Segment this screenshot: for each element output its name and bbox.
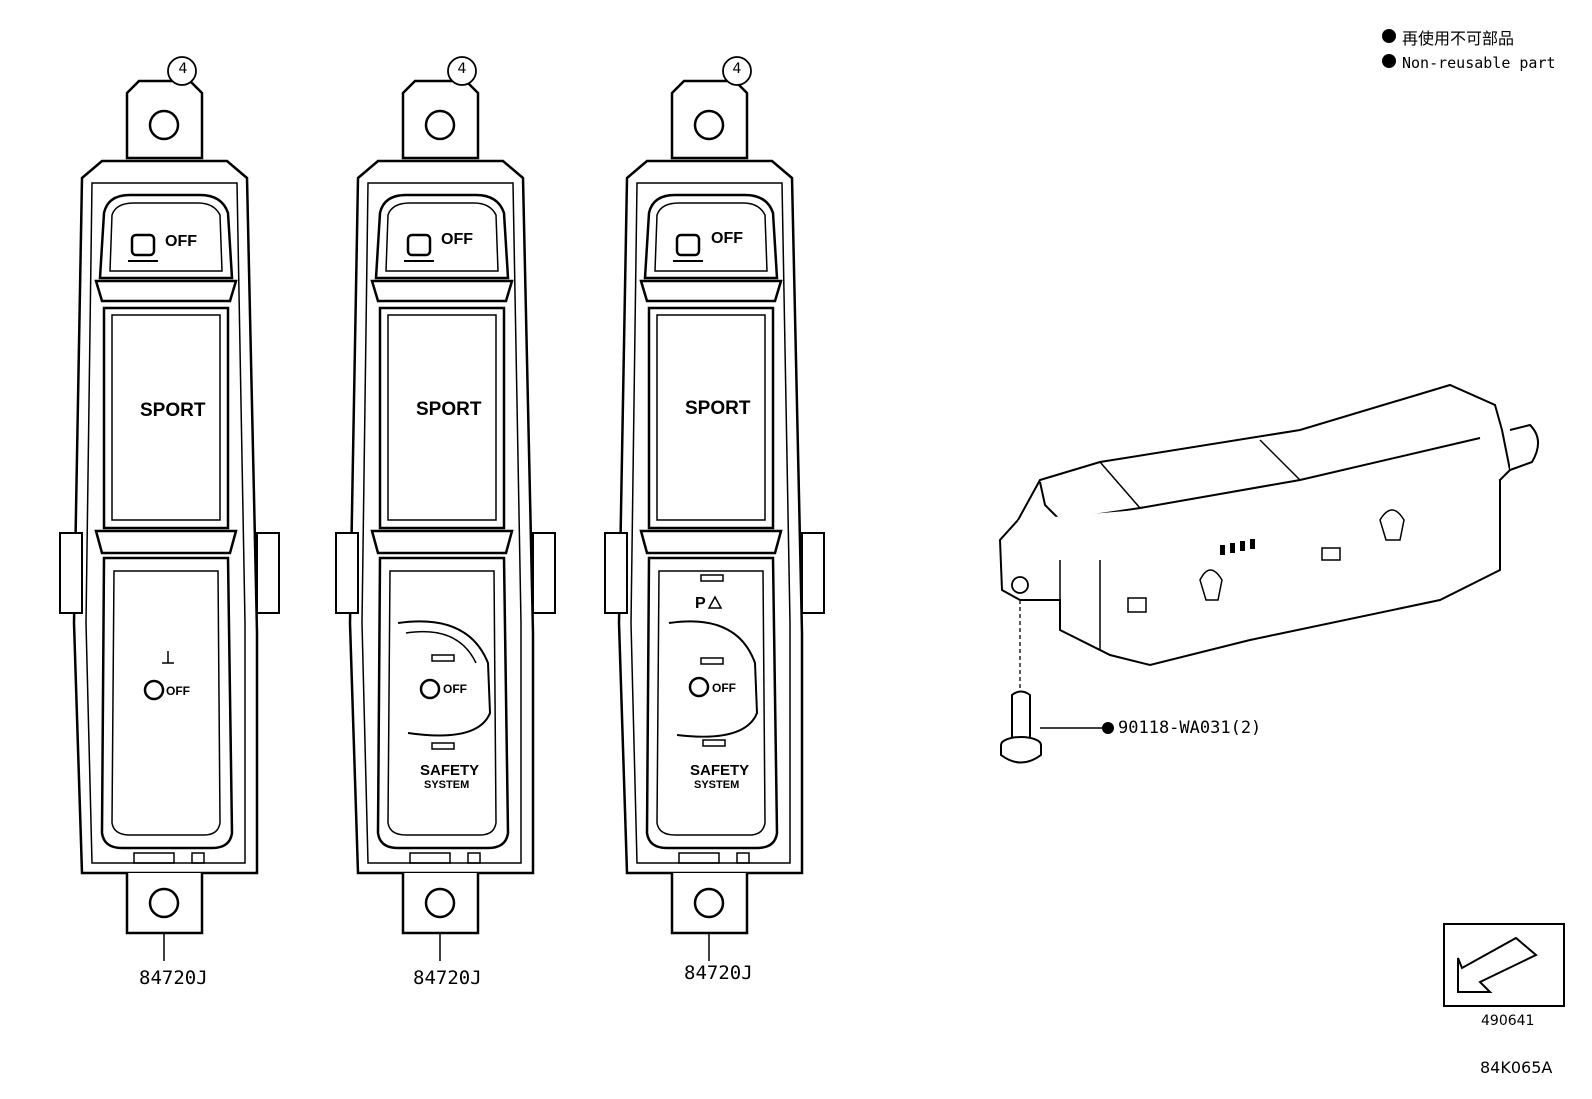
callout-number: 4 [732,61,742,77]
non-reusable-dot [1102,722,1114,734]
callout-circle [167,56,197,86]
sport-label: SPORT [685,398,751,419]
system-label: SYSTEM [694,779,740,791]
top-off-label: OFF [711,230,743,247]
switch-assembly-1 [58,56,281,961]
top-off-label: OFF [165,233,197,250]
screw-part-number: 90118-WA031(2) [1118,718,1262,738]
legend-dot [1382,29,1396,43]
legend-english: Non-reusable part [1402,54,1556,72]
switch-assembly-2 [334,56,557,961]
safety-label: SAFETY [420,762,480,779]
legend-japanese: 再使用不可部品 [1402,29,1515,48]
part-number-label: 84720J [684,962,753,984]
top-off-label: OFF [441,231,473,248]
bottom-off-label: OFF [166,684,190,698]
bottom-off-label: OFF [712,681,736,695]
safety-label: SAFETY [690,762,750,779]
screw [1000,690,1114,764]
callout-circle [722,56,752,86]
reference-box [1443,923,1565,1007]
sport-label: SPORT [416,399,482,420]
part-number-label: 84720J [413,967,482,989]
legend-dot [1382,54,1396,68]
part-number-label: 84720J [139,967,208,989]
bottom-off-label: OFF [443,682,467,696]
assembled-switch-view [998,383,1539,690]
svg-text:P: P [695,595,706,612]
sport-label: SPORT [140,400,206,421]
diagram-code: 84K065A [1480,1058,1553,1077]
switch-assembly-3: P [603,56,826,961]
reference-code: 490641 [1481,1013,1535,1029]
callout-circle [447,56,477,86]
legend: 再使用不可部品 Non-reusable part [1402,26,1556,76]
callout-number: 4 [178,61,188,77]
system-label: SYSTEM [424,779,470,791]
callout-number: 4 [457,61,467,77]
